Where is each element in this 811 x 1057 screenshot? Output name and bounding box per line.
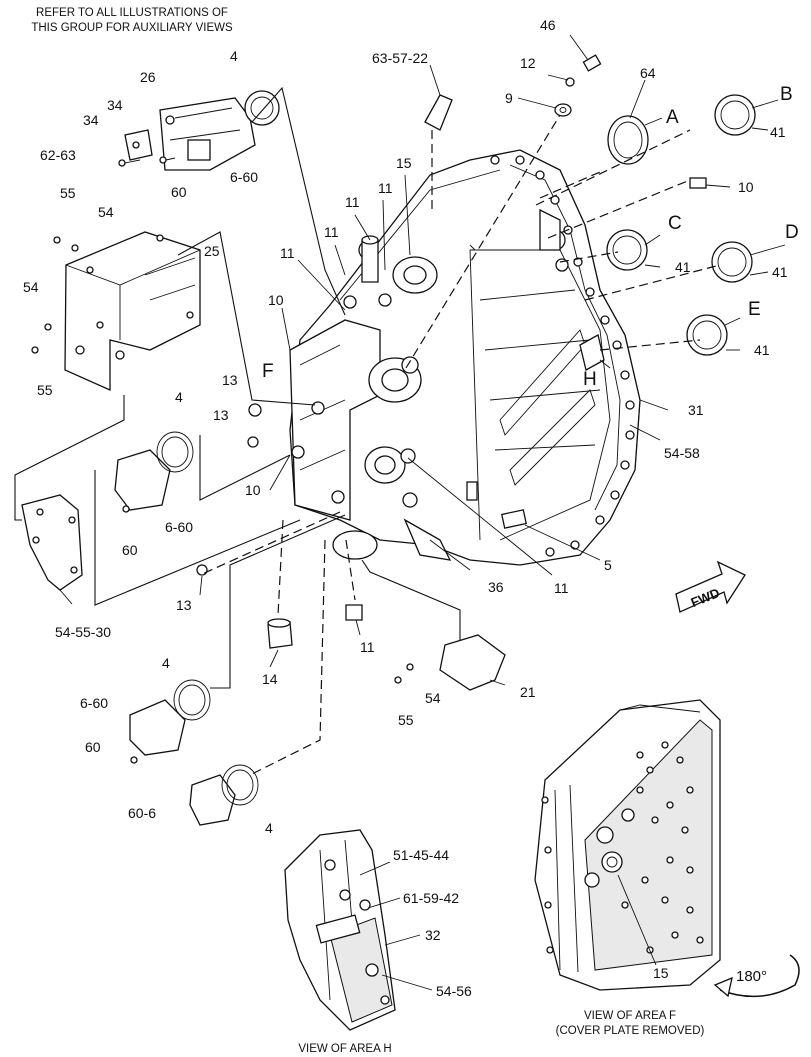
callout-10: 10 bbox=[268, 292, 284, 308]
callout-63-57-22: 63-57-22 bbox=[372, 50, 428, 66]
round-cover-mid bbox=[114, 431, 194, 513]
guard-21 bbox=[439, 634, 506, 691]
callout-9: 9 bbox=[505, 90, 513, 106]
callout-54-56: 54-56 bbox=[436, 983, 472, 999]
callout-25: 25 bbox=[204, 243, 220, 259]
callout-6-60: 6-60 bbox=[230, 169, 258, 185]
view-area-h-caption: VIEW OF AREA H bbox=[298, 1043, 391, 1055]
callout-61-59-42: 61-59-42 bbox=[403, 890, 459, 906]
callout-41: 41 bbox=[770, 124, 786, 140]
callout-11: 11 bbox=[554, 580, 569, 596]
callout-4: 4 bbox=[162, 655, 170, 671]
header-note-line-1: REFER TO ALL ILLUSTRATIONS OF bbox=[36, 7, 228, 19]
callout-B: B bbox=[780, 84, 793, 105]
callout-55: 55 bbox=[60, 185, 76, 201]
callout-C: C bbox=[668, 213, 682, 234]
callout-labels: 4 26 34 34 62-63 60 6-60 55 54 25 54 55 … bbox=[23, 17, 799, 999]
callout-60: 60 bbox=[85, 739, 101, 755]
callout-4: 4 bbox=[175, 389, 183, 405]
assembly-center-lines bbox=[199, 114, 721, 776]
callout-60: 60 bbox=[171, 184, 187, 200]
callout-15: 15 bbox=[653, 965, 669, 981]
callout-51-45-44: 51-45-44 bbox=[393, 847, 449, 863]
callout-4: 4 bbox=[230, 48, 238, 64]
view-area-f-caption-line-2: (COVER PLATE REMOVED) bbox=[556, 1025, 705, 1037]
callout-4: 4 bbox=[265, 820, 273, 836]
callout-62-63: 62-63 bbox=[40, 147, 76, 163]
valve-body-holes bbox=[621, 741, 704, 954]
callout-6-60: 6-60 bbox=[80, 695, 108, 711]
callout-10: 10 bbox=[245, 482, 261, 498]
callout-55: 55 bbox=[398, 712, 414, 728]
callout-55: 55 bbox=[37, 382, 53, 398]
callout-11: 11 bbox=[378, 180, 393, 196]
leader-lines bbox=[59, 34, 786, 686]
callout-E: E bbox=[748, 299, 761, 320]
callout-41: 41 bbox=[675, 259, 691, 275]
callout-34: 34 bbox=[107, 97, 123, 113]
rotation-180-arrow: 180° bbox=[713, 954, 800, 998]
callout-41: 41 bbox=[754, 342, 770, 358]
callout-26: 26 bbox=[140, 69, 156, 85]
upper-left-cover-assembly bbox=[118, 90, 280, 171]
forward-direction-arrow: FWD bbox=[675, 560, 746, 613]
callout-11: 11 bbox=[280, 245, 295, 261]
callout-54-55-30: 54-55-30 bbox=[55, 624, 111, 640]
callout-54: 54 bbox=[425, 690, 441, 706]
callout-31: 31 bbox=[688, 402, 704, 418]
callout-32: 32 bbox=[425, 927, 441, 943]
round-cover-lower bbox=[129, 679, 211, 764]
callout-D: D bbox=[785, 222, 799, 243]
view-area-f-inset bbox=[534, 699, 721, 991]
callout-64: 64 bbox=[640, 65, 656, 81]
callout-11: 11 bbox=[360, 639, 375, 655]
callout-54-58: 54-58 bbox=[664, 445, 700, 461]
callout-34: 34 bbox=[83, 112, 99, 128]
callout-11: 11 bbox=[345, 194, 360, 210]
assembly-solid-lines bbox=[14, 86, 461, 689]
callout-36: 36 bbox=[488, 579, 504, 595]
callout-21: 21 bbox=[520, 684, 536, 700]
callout-15: 15 bbox=[396, 155, 412, 171]
callout-46: 46 bbox=[540, 17, 556, 33]
round-cover-bottom bbox=[189, 764, 259, 826]
housing-ports bbox=[291, 229, 569, 560]
callout-13: 13 bbox=[176, 597, 192, 613]
callout-12: 12 bbox=[520, 55, 536, 71]
bracket-25 bbox=[31, 231, 201, 392]
callout-60-6: 60-6 bbox=[128, 805, 156, 821]
cover-plate-30 bbox=[21, 494, 83, 591]
callout-13: 13 bbox=[213, 407, 229, 423]
transmission-housing bbox=[289, 149, 641, 566]
callout-5: 5 bbox=[604, 557, 612, 573]
callout-54: 54 bbox=[23, 279, 39, 295]
callout-13: 13 bbox=[222, 372, 238, 388]
callout-41: 41 bbox=[772, 264, 788, 280]
rotation-label: 180° bbox=[736, 968, 767, 985]
flange-bolts bbox=[490, 155, 635, 557]
view-area-f-caption-line-1: VIEW OF AREA F bbox=[584, 1010, 676, 1022]
header-note-line-2: THIS GROUP FOR AUXILIARY VIEWS bbox=[31, 22, 233, 34]
callout-60: 60 bbox=[122, 542, 138, 558]
callout-54: 54 bbox=[98, 204, 114, 220]
seal-rings bbox=[606, 94, 756, 356]
callout-14: 14 bbox=[262, 671, 278, 687]
callout-H: H bbox=[583, 369, 597, 390]
callout-F: F bbox=[262, 361, 274, 382]
callout-A: A bbox=[666, 107, 679, 128]
callout-11: 11 bbox=[324, 224, 339, 240]
callout-6-60: 6-60 bbox=[165, 519, 193, 535]
view-area-h-inset bbox=[284, 829, 433, 1031]
callout-10: 10 bbox=[738, 179, 754, 195]
